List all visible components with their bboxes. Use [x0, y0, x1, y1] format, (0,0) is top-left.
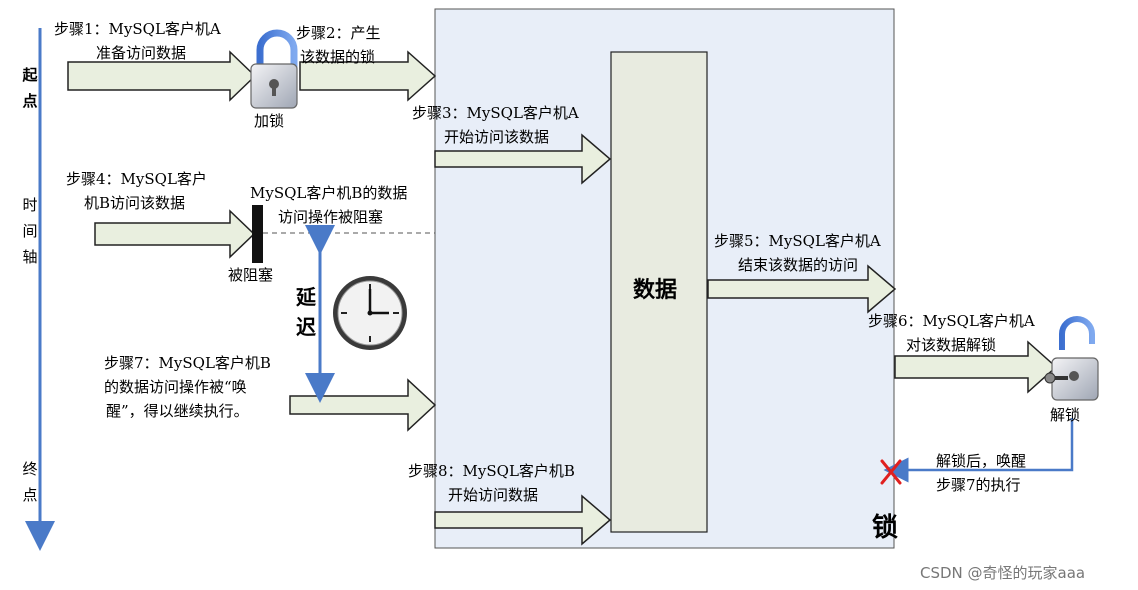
timeline-end-label: 终点 [22, 460, 38, 504]
timeline-axis-label: 时间轴 [22, 196, 38, 266]
delay-label: 延迟 [296, 285, 316, 339]
arrow-step1 [67, 50, 257, 102]
data-label: 数据 [633, 277, 678, 303]
step4-line2: 机B访问该数据 [84, 194, 186, 212]
blocked-note-line2: 访问操作被阻塞 [278, 208, 384, 226]
wake-connector [883, 418, 1074, 483]
clock-icon [333, 276, 407, 350]
x-mark-icon [880, 459, 902, 485]
arrow-step8 [434, 494, 612, 546]
lock-region-label: 锁 [872, 513, 899, 543]
wake-line1: 解锁后，唤醒 [936, 452, 1027, 470]
step7-line2: 的数据访问操作被“唤 [104, 378, 247, 396]
lock-label: 加锁 [254, 112, 285, 130]
step2-line1: 步骤2：产生 [296, 24, 381, 42]
arrow-step4 [94, 209, 256, 259]
step5-line2: 结束该数据的访问 [738, 256, 859, 274]
step6-line2: 对该数据解锁 [906, 336, 997, 354]
unlock-label: 解锁 [1050, 406, 1081, 424]
step2-line2: 该数据的锁 [300, 48, 376, 66]
unlock-padlock-icon [1044, 316, 1099, 401]
blocked-note-line1: MySQL客户机B的数据 [250, 184, 408, 202]
step1-line2: 准备访问数据 [96, 44, 187, 62]
step7-line3: 醒”，得以继续执行。 [106, 402, 249, 420]
watermark: CSDN @奇怪的玩家aaa [920, 564, 1086, 582]
step8-line1: 步骤8：MySQL客户机B [408, 462, 575, 480]
padlock-icon [250, 29, 298, 109]
step1-line1: 步骤1：MySQL客户机A [54, 20, 221, 38]
wake-line2: 步骤7的执行 [936, 476, 1021, 494]
step5-line1: 步骤5：MySQL客户机A [714, 232, 881, 250]
arrow-step5 [707, 264, 897, 314]
data-box [610, 51, 708, 533]
step3-line1: 步骤3：MySQL客户机A [412, 104, 579, 122]
arrow-step6 [894, 340, 1058, 394]
arrow-step3 [434, 133, 612, 185]
blocked-bar [252, 205, 263, 263]
step4-line1: 步骤4：MySQL客户 [66, 170, 207, 188]
step8-line2: 开始访问数据 [448, 486, 539, 504]
step6-line1: 步骤6：MySQL客户机A [868, 312, 1035, 330]
arrow-step2 [299, 50, 437, 102]
timeline-start-label: 起点 [22, 66, 38, 110]
blocked-label: 被阻塞 [228, 266, 274, 284]
step7-line1: 步骤7：MySQL客户机B [104, 354, 271, 372]
arrow-step7 [289, 378, 437, 432]
step3-line2: 开始访问该数据 [444, 128, 550, 146]
